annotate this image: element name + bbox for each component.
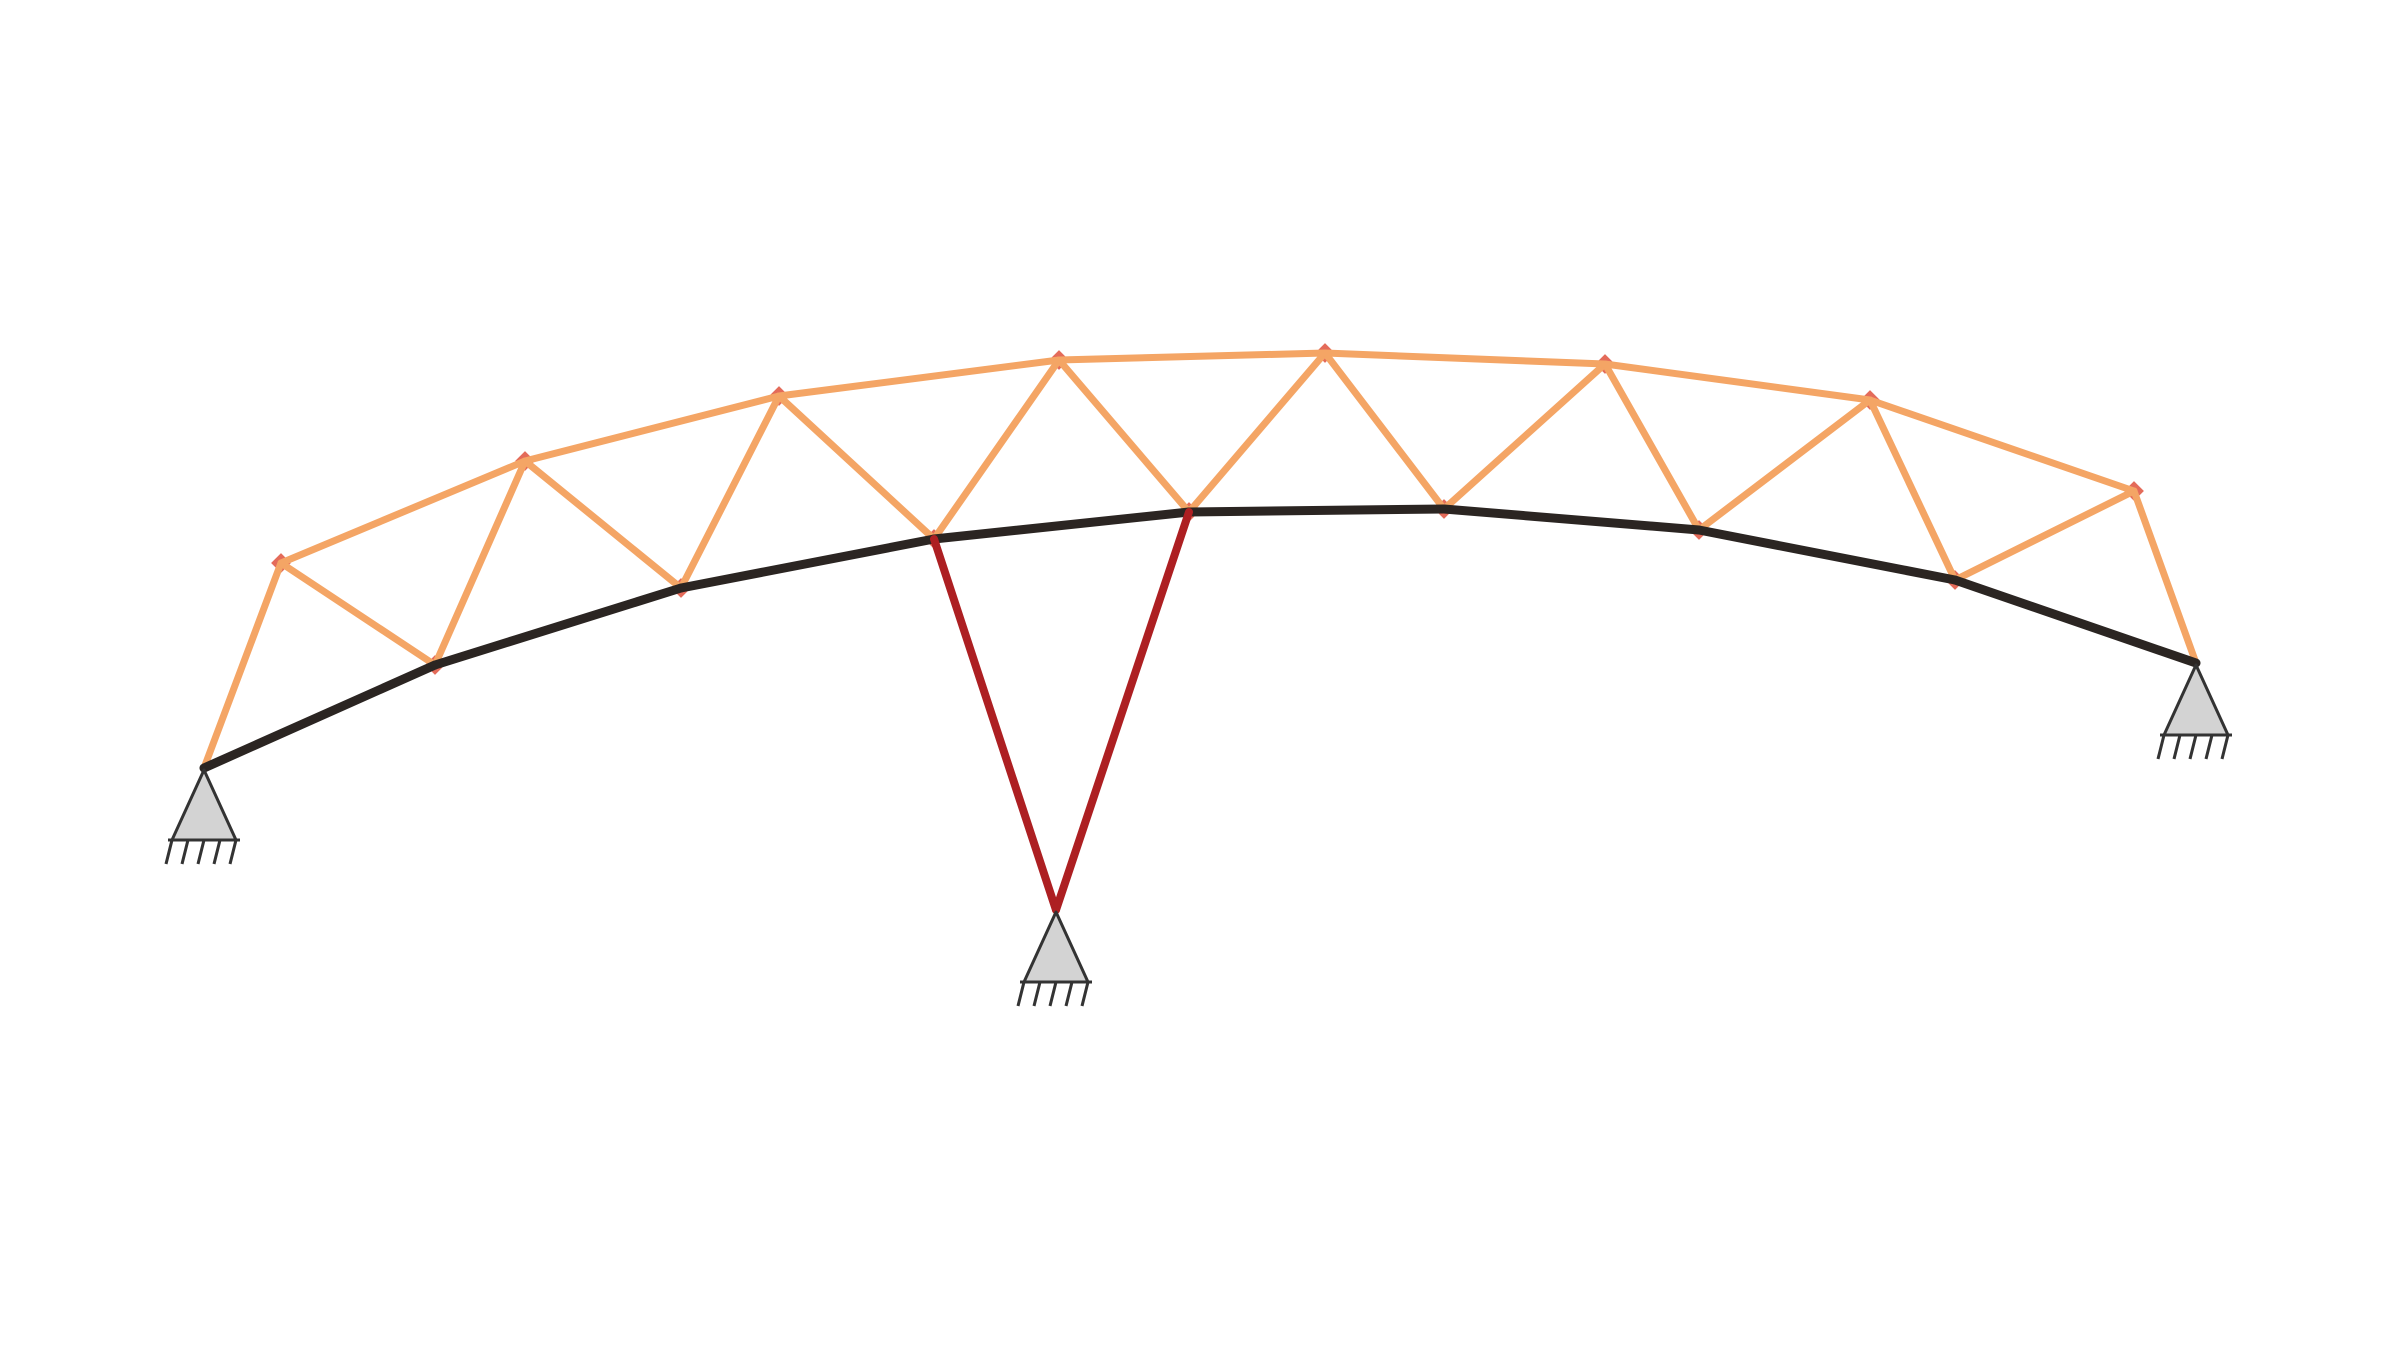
top-chord-segment <box>1601 360 1874 404</box>
top-chord-segment <box>277 457 529 567</box>
web-member <box>775 392 938 543</box>
support-hatch-line <box>2172 734 2182 760</box>
top-chord-segment <box>1866 396 2138 495</box>
support-hatch-line <box>212 839 222 865</box>
web-members-group <box>200 349 2200 772</box>
support-hatch-line <box>180 839 190 865</box>
web-member <box>431 457 529 669</box>
support-leg <box>1052 508 1193 914</box>
web-member <box>1321 349 1448 513</box>
bottom-chord-segment <box>929 507 1194 544</box>
support-hatch-line <box>1016 981 1026 1007</box>
support-hatch-line <box>1064 981 1074 1007</box>
top-chord-segment <box>775 356 1063 400</box>
web-member <box>1601 360 1703 534</box>
bottom-chord-segment <box>199 660 440 773</box>
web-member <box>1695 396 1874 534</box>
web-member <box>521 457 685 592</box>
support-hatch-line <box>2204 734 2214 760</box>
bottom-chord-segment <box>1439 504 1704 535</box>
bottom-chord-segment <box>1694 525 1960 585</box>
support-hatch-line <box>228 839 238 865</box>
top-chord-segment <box>1055 349 1329 364</box>
support-hatch-line <box>164 839 174 865</box>
bottom-chord-segment <box>430 583 686 670</box>
left-support <box>164 768 240 865</box>
support-hatch-line <box>1032 981 1042 1007</box>
top-chord-segment <box>521 392 783 465</box>
web-member <box>2130 487 2200 667</box>
web-member <box>677 392 783 592</box>
support-hatch-line <box>2220 734 2230 760</box>
web-member <box>200 559 285 772</box>
support-hatch-line <box>2188 734 2198 760</box>
support-hatch-line <box>1048 981 1058 1007</box>
center-support <box>1016 910 1092 1007</box>
support-legs-group <box>930 508 1193 914</box>
web-member <box>277 559 439 669</box>
web-member <box>1951 487 2138 584</box>
bottom-chord-segment <box>676 534 939 593</box>
support-hatch-line <box>196 839 206 865</box>
support-triangle <box>1022 910 1090 984</box>
web-member <box>1866 396 1959 584</box>
bottom-chord-segment <box>1184 504 1449 517</box>
support-hatch-line <box>1080 981 1090 1007</box>
bottom-chord-segment <box>1950 575 2201 668</box>
supports-group <box>164 663 2232 1007</box>
web-member <box>1440 360 1609 513</box>
support-hatch-line <box>2156 734 2166 760</box>
support-leg <box>930 535 1060 914</box>
web-member <box>1055 356 1193 516</box>
bottom-chord-group <box>199 504 2201 773</box>
web-member <box>930 356 1063 543</box>
support-triangle <box>170 768 238 842</box>
right-support <box>2156 663 2232 760</box>
top-chord-group <box>277 349 2138 567</box>
support-triangle <box>2162 663 2230 737</box>
web-member <box>1185 349 1329 516</box>
top-chord-segment <box>1321 349 1609 368</box>
